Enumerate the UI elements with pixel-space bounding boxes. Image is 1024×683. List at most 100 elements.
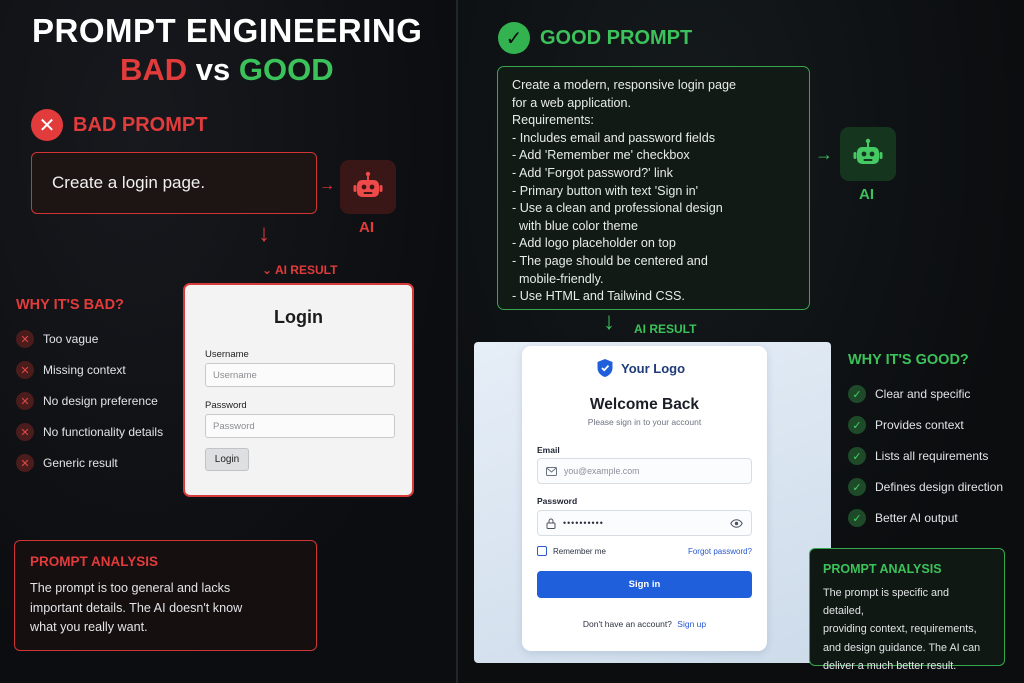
- bad-prompt-analysis: PROMPT ANALYSIS The prompt is too genera…: [14, 540, 317, 651]
- good-prompt-line: - The page should be centered and: [512, 253, 708, 268]
- bad-reason-item: ✕ Generic result: [16, 454, 118, 472]
- good-reason-text: Provides context: [875, 418, 964, 432]
- good-prompt-header: ✓ GOOD PROMPT: [498, 22, 692, 54]
- why-good-title: WHY IT'S GOOD?: [848, 352, 969, 368]
- bad-reason-item: ✕ Missing context: [16, 361, 126, 379]
- bad-reason-text: No design preference: [43, 394, 158, 408]
- good-result-card: Your Logo Welcome Back Please sign in to…: [522, 346, 767, 651]
- check-icon: ✓: [848, 385, 866, 403]
- x-circle-icon: ✕: [31, 109, 63, 141]
- good-analysis-line: deliver a much better result.: [823, 659, 957, 672]
- ai-badge-bad: [340, 160, 396, 214]
- bad-prompt-heading: BAD PROMPT: [73, 113, 208, 136]
- robot-icon: [853, 138, 883, 164]
- good-reason-item: ✓ Provides context: [848, 416, 964, 434]
- bad-reason-text: Missing context: [43, 363, 126, 377]
- good-prompt-line: with blue color theme: [512, 218, 638, 233]
- welcome-title: Welcome Back: [589, 396, 700, 413]
- lock-icon: [546, 517, 556, 529]
- good-prompt-heading: GOOD PROMPT: [540, 26, 693, 49]
- bad-analysis-line: what you really want.: [30, 620, 148, 634]
- panel-divider: [456, 0, 458, 683]
- forgot-password-link[interactable]: Forgot password?: [687, 546, 752, 556]
- bad-analysis-line: The prompt is too general and lacks: [30, 581, 231, 595]
- bad-reason-text: No functionality details: [43, 425, 164, 439]
- subtitle-vs: vs: [187, 52, 239, 87]
- password-placeholder: Password: [213, 421, 255, 432]
- good-analysis-body: The prompt is specific and detailed, pro…: [823, 584, 991, 675]
- signup-text: Don't have an account?: [582, 619, 672, 629]
- check-icon: ✓: [848, 478, 866, 496]
- eye-icon[interactable]: [730, 518, 743, 528]
- ai-result-label-bad: AI RESULT: [274, 263, 338, 277]
- good-analysis-line: The prompt is specific and detailed,: [823, 587, 950, 618]
- password-value: ••••••••••: [563, 518, 604, 528]
- logo-text: Your Logo: [621, 360, 686, 376]
- password-content: ••••••••••: [546, 517, 604, 529]
- x-icon: ✕: [16, 361, 34, 379]
- welcome-subtitle: Please sign in to your account: [587, 417, 702, 427]
- good-reason-item: ✓Lists all requirements: [848, 447, 988, 465]
- login-button[interactable]: Login: [205, 448, 249, 471]
- chevron-down-icon: ⌄: [262, 263, 273, 277]
- bad-analysis-heading: PROMPT ANALYSIS: [30, 554, 159, 569]
- good-prompt-line: - Add logo placeholder on top: [512, 236, 676, 251]
- bad-reason-text: Generic result: [43, 456, 118, 470]
- bad-card-title: Login: [274, 307, 323, 327]
- remember-label: Remember me: [553, 546, 606, 556]
- robot-icon: [353, 171, 383, 197]
- bad-analysis-body: The prompt is too general and lacks impo…: [30, 579, 301, 638]
- shield-icon: [597, 359, 613, 377]
- good-reason-text: Lists all requirements: [875, 449, 989, 463]
- bad-analysis-line: important details. The AI doesn't know: [30, 600, 243, 615]
- bad-prompt-box: Create a login page.: [31, 152, 317, 214]
- good-reason-text: Defines design direction: [875, 480, 1004, 494]
- subtitle-bad: BAD: [120, 52, 188, 87]
- sign-up-link[interactable]: Sign up: [677, 619, 707, 629]
- username-label: Username: [205, 349, 249, 360]
- remember-row: Remember me Forgot password?: [537, 546, 752, 556]
- arrow-right-icon: →: [815, 144, 833, 164]
- good-analysis-heading: PROMPT ANALYSIS: [823, 562, 942, 576]
- x-icon: ✕: [16, 330, 34, 348]
- bad-reason-item: ✕ No functionality details: [16, 423, 163, 441]
- good-analysis-line: and design guidance. The AI can: [823, 641, 981, 654]
- username-placeholder: Username: [213, 370, 257, 381]
- logo: Your Logo: [596, 358, 685, 378]
- good-reason-text: Clear and specific: [875, 387, 971, 401]
- good-prompt-box: Create a modern, responsive login page f…: [497, 66, 810, 310]
- good-reason-item: ✓ Clear and specific: [848, 385, 970, 403]
- password-field[interactable]: ••••••••••: [537, 510, 752, 536]
- checkbox[interactable]: [537, 546, 547, 556]
- good-prompt-line: - Use HTML and Tailwind CSS.: [512, 289, 685, 304]
- good-prompt-line: mobile-friendly.: [512, 271, 604, 286]
- good-prompt-line: for a web application.: [512, 95, 632, 110]
- email-placeholder: you@example.com: [564, 466, 640, 476]
- ai-result-label-good: AI RESULT: [634, 322, 697, 336]
- x-icon: ✕: [16, 423, 34, 441]
- bad-result-card: Login Username Username Password Passwor…: [183, 283, 414, 497]
- x-icon: ✕: [16, 454, 34, 472]
- good-prompt-line: - Add 'Remember me' checkbox: [512, 148, 690, 163]
- bad-reason-text: Too vague: [43, 332, 99, 346]
- bad-reason-item: ✕ Too vague: [16, 330, 98, 348]
- arrow-down-icon: ↓: [258, 220, 270, 247]
- bad-reason-item: ✕No design preference: [16, 392, 158, 410]
- good-reason-text: Better AI output: [875, 511, 958, 525]
- page-title: PROMPT ENGINEERING: [32, 12, 423, 49]
- email-field[interactable]: you@example.com: [537, 458, 752, 484]
- good-prompt-line: Requirements:: [512, 113, 594, 128]
- remember-me-checkbox[interactable]: Remember me: [537, 546, 606, 556]
- password-input[interactable]: Password: [205, 414, 395, 438]
- mail-icon: [546, 466, 557, 476]
- email-label: Email: [537, 445, 560, 455]
- good-reason-item: ✓ Defines design direction: [848, 478, 1003, 496]
- check-icon: ✓: [848, 416, 866, 434]
- ai-badge-good: [840, 127, 896, 181]
- arrow-right-icon: →: [319, 177, 335, 194]
- password-label: Password: [205, 400, 247, 411]
- username-input[interactable]: Username: [205, 363, 395, 387]
- why-bad-title: WHY IT'S BAD?: [16, 297, 124, 313]
- sign-in-button[interactable]: Sign in: [537, 571, 752, 598]
- good-analysis-line: providing context, requirements,: [823, 623, 977, 636]
